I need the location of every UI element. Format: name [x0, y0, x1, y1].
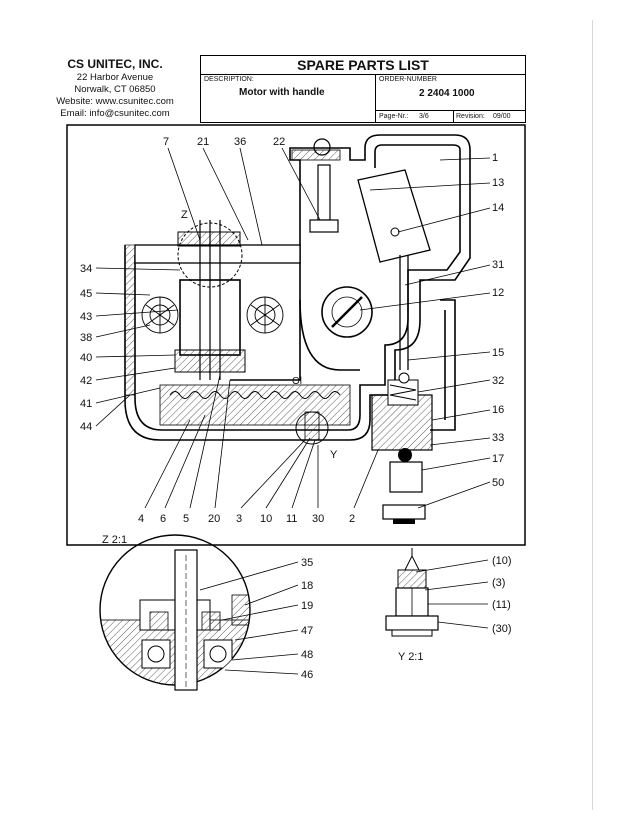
company-website[interactable]: Website: www.csunitec.com — [56, 96, 174, 107]
title-block: SPARE PARTS LIST DESCRIPTION: Motor with… — [200, 55, 526, 123]
callout-bottom-4: 3 — [236, 513, 242, 525]
callout-bottom-7: 30 — [312, 513, 324, 525]
callout-detail-z-1: 18 — [301, 580, 313, 592]
title-block-divider — [375, 75, 377, 122]
trigger-lever — [357, 169, 431, 263]
lever-pin — [390, 227, 400, 237]
left-housing-wall — [124, 244, 136, 396]
order-number-value: 2 2404 1000 — [419, 88, 475, 99]
description-label: DESCRIPTION: — [204, 76, 254, 83]
callout-left-5: 42 — [80, 375, 92, 387]
callout-left-2: 43 — [80, 311, 92, 323]
stator-windings — [141, 296, 284, 334]
company-address-line1: 22 Harbor Avenue — [76, 72, 154, 83]
callout-left-3: 38 — [80, 332, 92, 344]
callout-detail-z-5: 46 — [301, 669, 313, 681]
gear-oil-marking: Ol — [292, 376, 302, 387]
callout-right-7: 16 — [492, 404, 504, 416]
callout-detail-y-3: (30) — [492, 623, 512, 635]
callout-top-0: 7 — [163, 136, 169, 148]
callout-detail-z-2: 19 — [301, 600, 313, 612]
company-block: CS UNITEC, INC. 22 Harbor Avenue Norwalk… — [40, 58, 190, 120]
detail-z-caption: Z 2:1 — [102, 534, 127, 546]
callout-right-6: 32 — [492, 375, 504, 387]
document-title: SPARE PARTS LIST — [201, 56, 525, 75]
callout-right-8: 33 — [492, 432, 504, 444]
page-number-label: Page-Nr.: — [379, 113, 409, 120]
callout-right-3: 31 — [492, 259, 504, 271]
callout-right-4: 12 — [492, 287, 504, 299]
callout-bottom-5: 10 — [260, 513, 272, 525]
detail-z-marker-circle — [177, 222, 243, 288]
top-housing-wall — [291, 149, 341, 161]
valve-seat-17 — [389, 461, 423, 493]
filter-cap-50 — [382, 504, 426, 520]
screw-22 — [317, 164, 331, 221]
motor-top-plate — [134, 244, 301, 264]
description-value: Motor with handle — [239, 87, 325, 98]
detail-y-caption: Y 2:1 — [398, 651, 424, 663]
shaft-bearing-cap — [177, 231, 241, 247]
title-block-row-divider — [376, 110, 525, 112]
callout-bottom-3: 20 — [208, 513, 220, 525]
drawing-frame — [66, 124, 526, 546]
callout-detail-z-4: 48 — [301, 649, 313, 661]
callout-right-2: 14 — [492, 202, 504, 214]
valve-ball — [398, 448, 412, 462]
detail-y-leaders — [415, 559, 489, 629]
callout-right-1: 13 — [492, 177, 504, 189]
page-number-value: 3/6 — [419, 113, 429, 120]
callout-bottom-1: 6 — [160, 513, 166, 525]
z-marker-label: Z — [181, 209, 188, 221]
callout-right-0: 1 — [492, 152, 498, 164]
page-edge-line — [592, 20, 593, 810]
callout-left-4: 40 — [80, 352, 92, 364]
company-name: CS UNITEC, INC. — [67, 57, 163, 71]
screw-22-hole — [313, 138, 331, 156]
callout-bottom-6: 11 — [286, 513, 297, 525]
revision-value: 09/00 — [493, 113, 511, 120]
callout-detail-z-3: 47 — [301, 625, 313, 637]
lower-bearing — [174, 349, 246, 373]
y-marker-label: Y — [330, 449, 338, 461]
callout-top-3: 22 — [273, 136, 285, 148]
detail-z-leaders — [199, 561, 299, 675]
callout-detail-y-1: (3) — [492, 577, 505, 589]
callout-left-6: 41 — [80, 398, 92, 410]
detail-z-view — [99, 534, 251, 691]
callout-left-1: 45 — [80, 288, 92, 300]
callout-bottom-2: 5 — [183, 513, 189, 525]
company-address-line2: Norwalk, CT 06850 — [74, 84, 156, 95]
company-email[interactable]: Email: info@csunitec.com — [60, 108, 170, 119]
order-number-label: ORDER-NUMBER — [379, 76, 437, 83]
callout-left-0: 34 — [80, 263, 92, 275]
leader-lines — [95, 147, 491, 509]
callout-detail-z-0: 35 — [301, 557, 313, 569]
title-block-cell-divider — [453, 111, 455, 122]
callout-right-5: 15 — [492, 347, 504, 359]
detail-y-view — [385, 548, 439, 637]
callout-detail-y-0: (10) — [492, 555, 512, 567]
revision-label: Revision: — [456, 113, 485, 120]
callout-right-9: 17 — [492, 453, 504, 465]
callout-right-10: 50 — [492, 477, 504, 489]
callout-detail-y-2: (11) — [492, 599, 511, 611]
callout-top-1: 21 — [197, 136, 209, 148]
housing-outline — [124, 134, 471, 441]
callout-left-7: 44 — [80, 421, 92, 433]
callout-bottom-8: 2 — [349, 513, 355, 525]
callout-bottom-0: 4 — [138, 513, 144, 525]
gear-teeth — [169, 391, 341, 399]
screw-22-head — [309, 219, 339, 233]
callout-top-2: 36 — [234, 136, 246, 148]
